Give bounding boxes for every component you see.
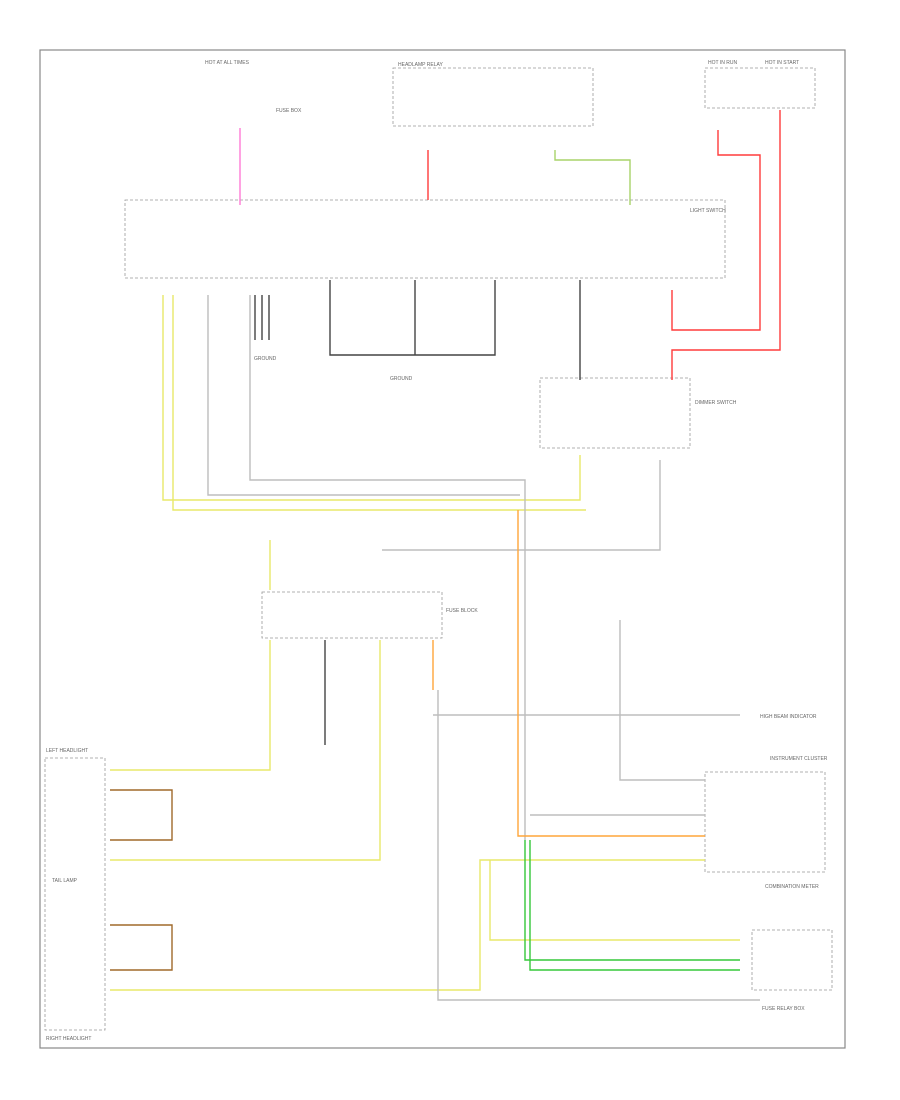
headlamp-relay-box [392, 67, 594, 127]
left-headlight-box [44, 757, 106, 1031]
label-switch-name: LIGHT SWITCH [690, 208, 726, 214]
instrument-cluster-box [704, 771, 826, 873]
label-ground-center: GROUND [390, 376, 413, 382]
label-instrument-cluster: INSTRUMENT CLUSTER [770, 756, 828, 762]
light-switch-box [124, 199, 726, 279]
label-dimmer: DIMMER SWITCH [695, 400, 737, 406]
label-right-headlight: RIGHT HEADLIGHT [46, 1036, 91, 1042]
label-hot-in-run: HOT IN RUN [708, 60, 737, 66]
fuse-block-box [261, 591, 443, 639]
label-fuse-block: FUSE BLOCK [446, 608, 478, 614]
wire-yellowgreen-top [554, 150, 631, 205]
wire-brown-1 [110, 789, 173, 841]
wire-green-1 [524, 840, 740, 961]
wire-gray-2 [249, 295, 526, 840]
wire-gray-6 [619, 620, 705, 781]
wire-brown-2 [110, 924, 173, 971]
label-fuse-relay: FUSE RELAY BOX [762, 1006, 805, 1012]
label-indicator: HIGH BEAM INDICATOR [760, 714, 817, 720]
dimmer-relay-box [539, 377, 691, 449]
label-fuse-note: FUSE BOX [276, 108, 302, 114]
wire-orange-1 [517, 510, 705, 837]
wire-yellow-2 [172, 295, 586, 511]
wire-yellow-1 [162, 295, 581, 501]
wire-gray-1 [207, 295, 520, 496]
label-ground-left: GROUND [254, 356, 277, 362]
label-combination: COMBINATION METER [765, 884, 819, 890]
label-tail-lamp: TAIL LAMP [52, 878, 78, 884]
label-top-left-fuse: HOT AT ALL TIMES [205, 60, 250, 66]
wire-green-2 [529, 840, 740, 971]
diagram-frame [39, 49, 846, 1049]
combination-switch-box [751, 929, 833, 991]
wire-gray-3 [382, 460, 661, 551]
label-hot-in-start: HOT IN START [765, 60, 799, 66]
wire-red-3 [671, 110, 781, 380]
label-left-headlight: LEFT HEADLIGHT [46, 748, 88, 754]
wire-yellow-4 [110, 640, 271, 771]
wire-gray-4 [437, 690, 760, 1001]
wire-black-1 [329, 280, 496, 356]
label-headlamp-relay: HEADLAMP RELAY [398, 62, 443, 68]
wire-yellow-6 [110, 859, 705, 991]
wire-yellow-7 [489, 860, 740, 941]
wire-yellow-5 [110, 640, 381, 861]
fuse-box-right [704, 67, 816, 109]
wire-red-2 [671, 130, 761, 331]
